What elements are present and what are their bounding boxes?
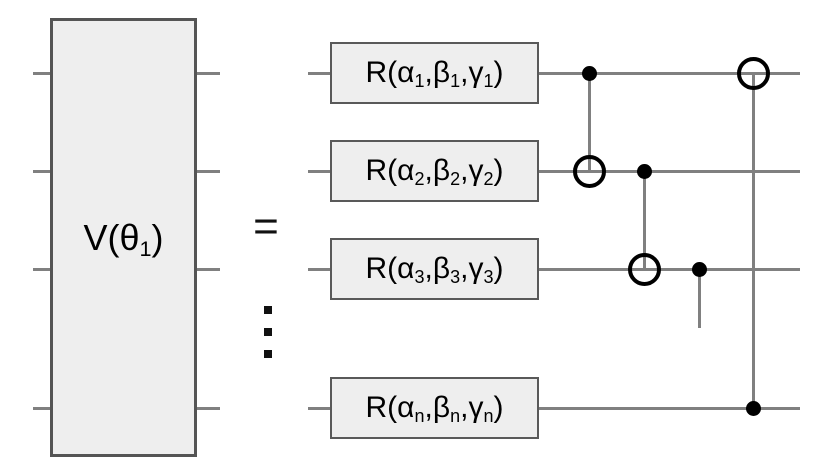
- r-gate-n-label: R(αn,βn,γn): [365, 391, 504, 427]
- cnot-target-icon-q2: [572, 154, 606, 188]
- v-theta-block: V(θ1): [50, 18, 197, 457]
- cnot-target-icon-q3: [627, 252, 661, 286]
- vertical-ellipsis-dot-1: [264, 306, 272, 314]
- r-gate-3: R(α3,β3,γ3): [330, 238, 539, 300]
- wire-q2-pre: [308, 169, 331, 173]
- cnot-link-q1-q2: [587, 73, 591, 171]
- wire-stub-left-qn: [33, 406, 51, 410]
- wire-stub-right-q2: [197, 169, 220, 173]
- equals-sign: =: [253, 202, 279, 251]
- cnot-control-dot-q2: [636, 163, 652, 179]
- wire-q3-post: [538, 267, 800, 271]
- wire-stub-right-qn: [197, 406, 220, 410]
- wire-stub-left-q2: [33, 169, 51, 173]
- vertical-ellipsis-dot-2: [264, 328, 272, 336]
- wire-q1-post: [538, 71, 800, 75]
- cnot-link-q3-elided: [697, 269, 701, 328]
- cnot-target-icon-q1: [736, 56, 770, 90]
- v-theta-label: V(θ1): [83, 216, 164, 261]
- vertical-ellipsis-dot-3: [264, 350, 272, 358]
- wire-q2-post: [538, 169, 800, 173]
- wire-stub-right-q1: [197, 71, 220, 75]
- r-gate-2-label: R(α2,β2,γ2): [365, 154, 504, 190]
- wire-qn-pre: [308, 406, 331, 410]
- wire-stub-left-q3: [33, 267, 51, 271]
- cnot-control-dot-q3: [691, 261, 707, 277]
- r-gate-2: R(α2,β2,γ2): [330, 140, 539, 202]
- wire-stub-left-q1: [33, 71, 51, 75]
- cnot-control-dot-qn: [745, 400, 761, 416]
- wire-qn-post: [538, 406, 800, 410]
- r-gate-n: R(αn,βn,γn): [330, 377, 539, 439]
- wire-q3-pre: [308, 267, 331, 271]
- cnot-link-q2-q3: [642, 171, 646, 269]
- wire-stub-right-q3: [197, 267, 220, 271]
- r-gate-1: R(α1,β1,γ1): [330, 42, 539, 104]
- cnot-control-dot-q1: [581, 65, 597, 81]
- r-gate-1-label: R(α1,β1,γ1): [365, 56, 504, 92]
- wire-q1-pre: [308, 71, 331, 75]
- cnot-link-qn-q1: [751, 73, 755, 408]
- r-gate-3-label: R(α3,β3,γ3): [365, 252, 504, 288]
